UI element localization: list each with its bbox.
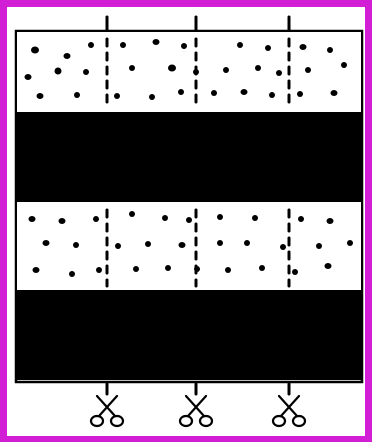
black-band-top <box>17 112 361 202</box>
dotted-band-top <box>17 32 361 114</box>
dotted-band-bottom <box>17 202 361 290</box>
black-band-bottom <box>17 290 361 380</box>
